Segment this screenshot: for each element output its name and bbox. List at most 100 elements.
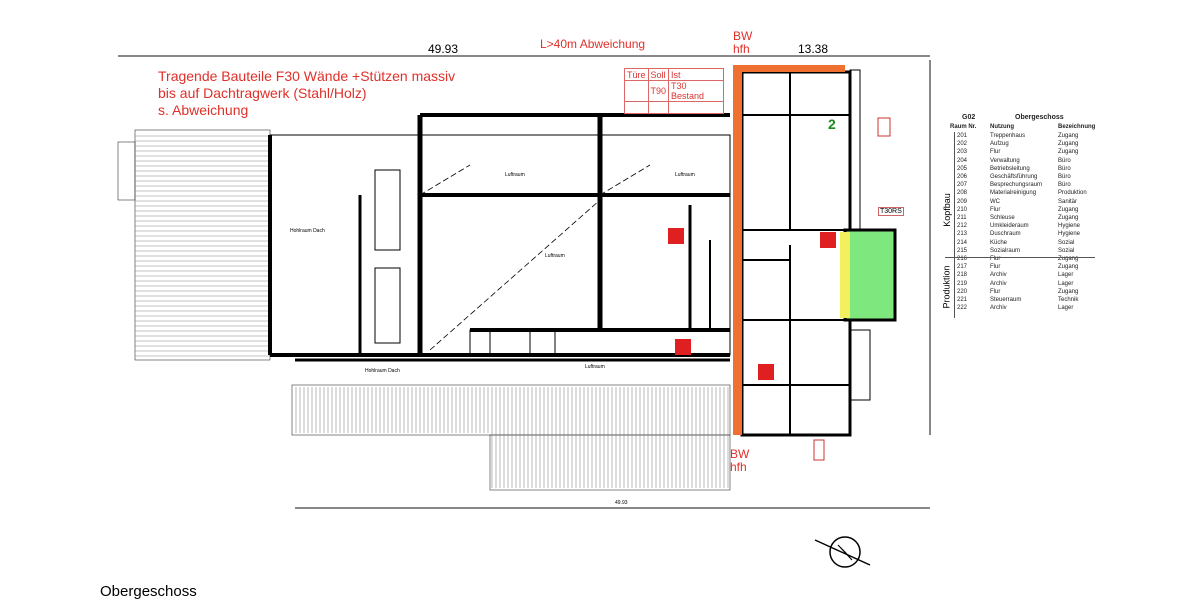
legend-title: Obergeschoss <box>1015 114 1064 121</box>
legend-cell: 210 <box>957 206 968 213</box>
legend-cell: Hygiene <box>1058 231 1081 238</box>
legend-cell: Zugang <box>1058 141 1079 148</box>
legend-cell: Verwaltung <box>990 157 1020 164</box>
door-table-cell <box>668 101 725 114</box>
legend-cell: Sozialraum <box>990 247 1021 254</box>
legend-cell: Treppenhaus <box>990 133 1026 139</box>
legend-cell: Duschraum <box>990 231 1021 238</box>
door-table-cell <box>624 80 649 102</box>
legend-cell: 216 <box>957 256 968 262</box>
legend-header-designation: Bezeichnung <box>1058 124 1096 130</box>
legend-cell: Schleuse <box>990 215 1015 221</box>
legend-cell: Lager <box>1058 305 1074 312</box>
plan-label-luftraum: Luftraum <box>545 253 565 259</box>
legend-cell: 219 <box>957 280 968 287</box>
dimension-bottom: 49.93 <box>615 500 628 506</box>
walls <box>268 113 731 362</box>
bottom-roof <box>291 384 731 491</box>
plan-label-luftraum: Luftraum <box>675 172 695 178</box>
yellow-vestibule <box>840 232 850 318</box>
dimension-top-left: 49.93 <box>428 42 459 56</box>
dimension-top-right: 13.38 <box>798 42 829 56</box>
legend-cell: 221 <box>957 297 968 303</box>
legend-cell: Archiv <box>990 280 1007 287</box>
legend-cell: 209 <box>957 198 968 205</box>
legend-cell: Sanitär <box>1058 198 1078 205</box>
legend-cell: Technik <box>1058 297 1079 303</box>
legend-cell: Geschäftsführung <box>990 174 1038 180</box>
door-table-cell <box>647 101 670 114</box>
door-table-header: Soll <box>647 68 670 81</box>
legend-cell: 204 <box>957 157 968 164</box>
legend-cell: 222 <box>957 305 968 312</box>
exit-number: 2 <box>828 116 836 132</box>
legend-cell: Büro <box>1058 182 1071 189</box>
legend-cell: Zugang <box>1058 133 1079 139</box>
legend-cell: 203 <box>957 149 968 156</box>
legend-cell: WC <box>990 198 1000 205</box>
legend-cell: Küche <box>990 239 1008 246</box>
legend-cell: Flur <box>990 264 1001 271</box>
legend-cell: 218 <box>957 272 968 279</box>
legend-bracket <box>954 132 955 318</box>
structural-note: Tragende Bauteile F30 Wände +Stützen mas… <box>158 68 455 119</box>
legend-cell: Büro <box>1058 165 1071 172</box>
note-line: Tragende Bauteile F30 Wände +Stützen mas… <box>158 68 456 84</box>
firewall-label-line: hfh <box>733 42 750 56</box>
legend-cell: 214 <box>957 239 968 246</box>
length-deviation-note: L>40m Abweichung <box>540 37 646 51</box>
legend-header-room: Raum Nr. <box>950 124 977 130</box>
legend-divider <box>945 257 1095 258</box>
legend-cell: Besprechungsraum <box>990 182 1043 189</box>
legend-cell: 220 <box>957 288 968 295</box>
legend-cell: Büro <box>1058 157 1071 164</box>
legend-cell: Umkleideraum <box>990 223 1029 230</box>
legend-cell: Büro <box>1058 174 1071 180</box>
legend-group-produktion: Produktion <box>941 265 952 309</box>
legend-cell: 213 <box>957 231 968 238</box>
dimension-lines <box>118 55 931 509</box>
legend-cell: Hygiene <box>1058 223 1081 230</box>
north-arrow <box>814 536 871 568</box>
legend-cell: Sozial <box>1058 239 1075 246</box>
legend-cell: 206 <box>957 174 968 180</box>
legend-cell: 202 <box>957 141 968 148</box>
legend-cell: Zugang <box>1058 264 1079 271</box>
note-line: s. Abweichung <box>158 102 249 118</box>
legend-cell: 205 <box>957 165 968 172</box>
legend-cell: Steuerraum <box>990 297 1022 303</box>
legend-cell: Zugang <box>1058 256 1079 262</box>
legend-cell: 201 <box>957 133 968 139</box>
legend-cell: 211 <box>957 215 967 221</box>
plan-label-hohlraum: Hohlraum Dach <box>290 228 325 234</box>
legend-cell: Sozial <box>1058 247 1075 254</box>
stair-symbol-right <box>877 117 891 137</box>
firewall-label-line: BW <box>730 447 750 461</box>
legend-cell: Produktion <box>1058 190 1087 197</box>
plan-label-luftraum: Luftraum <box>505 172 525 178</box>
firewall <box>733 65 845 435</box>
door-table-header: Ist <box>668 68 725 81</box>
legend-cell: Zugang <box>1058 215 1079 221</box>
legend-group-kopfbau: Kopfbau <box>941 193 952 227</box>
legend-cell: Flur <box>990 256 1001 262</box>
legend-cell: Zugang <box>1058 288 1079 295</box>
plan-label-hohlraum: Hohlraum Dach <box>365 368 400 374</box>
legend-cell: 212 <box>957 223 968 230</box>
door-table-cell: T90 <box>647 80 670 102</box>
fire-signs <box>668 228 836 380</box>
door-label-t30rs: T30RS <box>878 207 904 216</box>
legend-cell: Zugang <box>1058 149 1079 156</box>
legend-cell: Lager <box>1058 272 1074 279</box>
legend-cell: Lager <box>1058 280 1074 287</box>
door-table-cell: T30 Bestand <box>668 80 725 102</box>
legend-cell: Zugang <box>1058 206 1079 213</box>
legend-cell: Aufzug <box>990 141 1009 148</box>
legend-cell: Materialreinigung <box>990 190 1037 197</box>
note-line: bis auf Dachtragwerk (Stahl/Holz) <box>158 85 367 101</box>
firewall-label-line: hfh <box>730 460 747 474</box>
